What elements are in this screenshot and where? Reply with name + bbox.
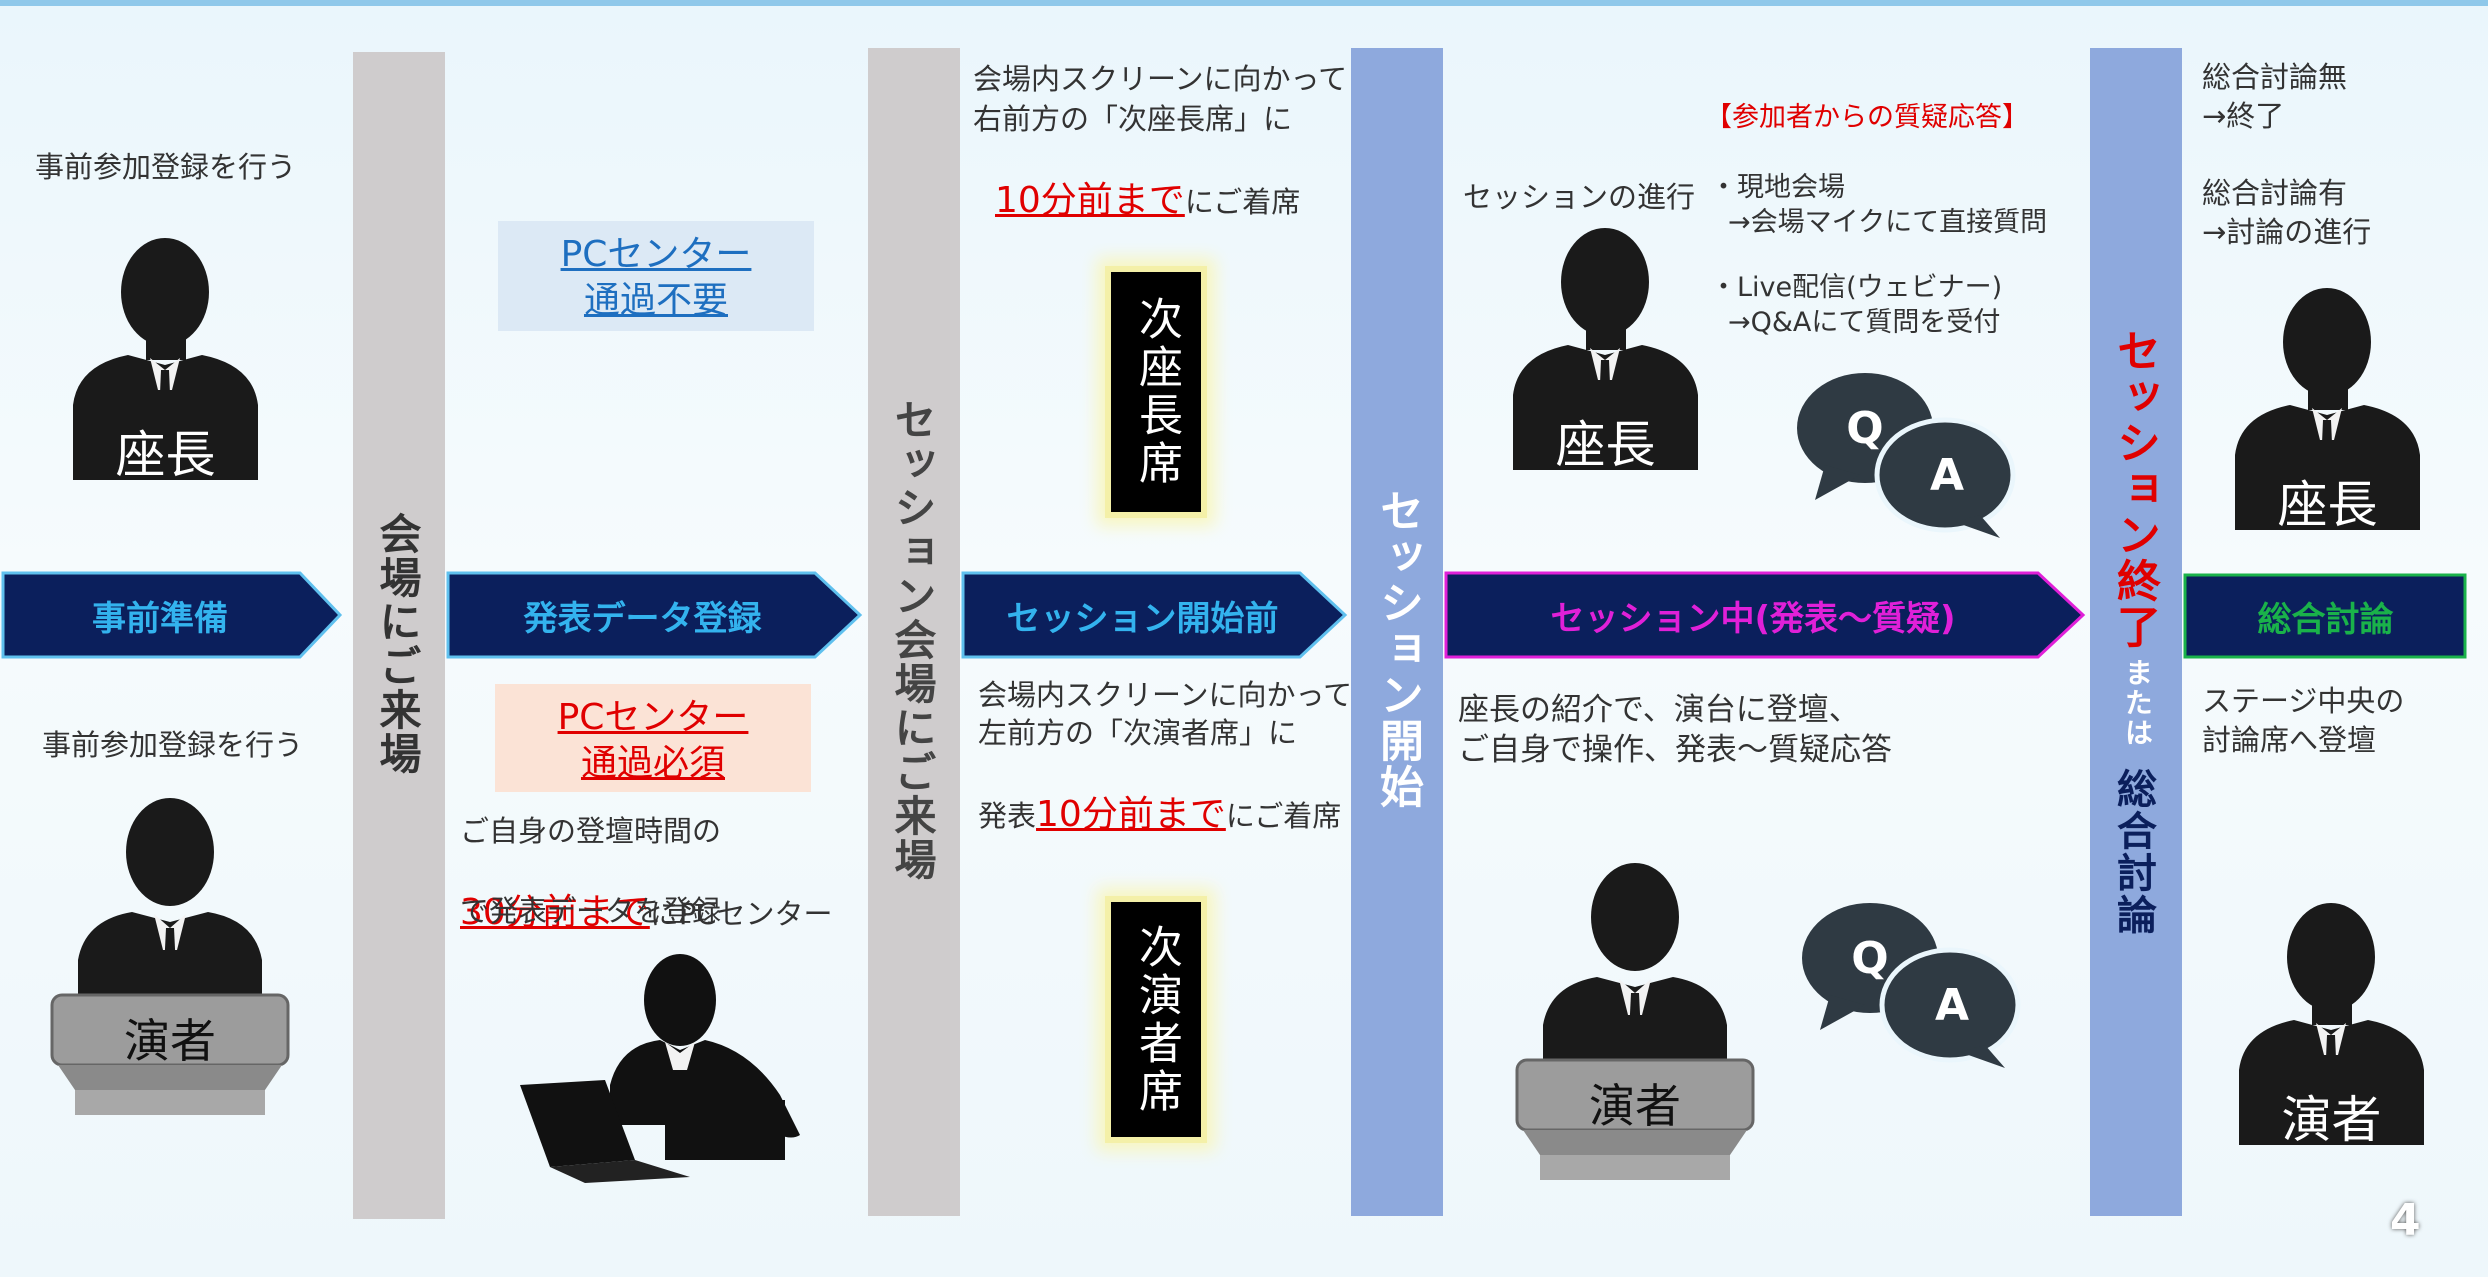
before-chair-line2: 右前方の「次座長席」に [973, 102, 1293, 136]
pc-center-not-required-box [498, 221, 814, 331]
qa-item2: ・Live配信(ウェビナー) [1710, 272, 2003, 303]
discussion-box-shape [2183, 573, 2467, 659]
before-speaker-deadline: 10分前まで [1036, 794, 1226, 836]
pc-center-required-box [495, 684, 811, 792]
next-speaker-seat: 次演者席 [1105, 896, 1207, 1143]
discussion-none-line2: →終了 [2202, 99, 2285, 133]
speaker-figure-prep: 演者 [50, 790, 290, 1120]
qa-q-letter: Q [1851, 933, 1888, 984]
before-speaker-line3: 発表10分前までにご着席 [978, 752, 1341, 840]
qa-bubbles-chair-icon: Q A [1797, 373, 2016, 538]
chair-label: 座長 [1555, 416, 1656, 474]
before-speaker-after: にご着席 [1225, 799, 1342, 834]
speaker-label: 演者 [2281, 1091, 2382, 1149]
session-start-label: セッション開始 [1372, 488, 1423, 810]
qa-item2-sub: →Q&Aにて質問を受付 [1728, 307, 2001, 338]
pc-center-required-line1: PCセンター [557, 697, 749, 738]
during-stage-label: セッション中(発表～質疑) [1550, 598, 1956, 639]
pc-note-deadline: 30分前まで [460, 892, 650, 934]
top-border [0, 0, 2488, 6]
session-start-bar: セッション開始 [1351, 48, 1443, 1216]
before-speaker-line1: 会場内スクリーンに向かって [978, 678, 1353, 712]
qa-a-letter: A [1930, 450, 1964, 501]
during-speaker-line1: 座長の紹介で、演台に登壇、 [1458, 692, 1860, 728]
before-stage-label: セッション開始前 [1006, 598, 1279, 639]
next-chair-seat: 次座長席 [1105, 266, 1207, 518]
qa-bubbles-speaker-icon: Q A [1802, 903, 2021, 1068]
arrive-venue-bar: 会場にご来場 [353, 52, 445, 1219]
pc-center-not-required-line1: PCセンター [560, 234, 752, 275]
pc-center-not-required-line2: 通過不要 [583, 280, 728, 321]
before-chair-after: にご着席 [1184, 185, 1301, 220]
speaker-label: 演者 [1589, 1079, 1681, 1133]
discussion-yes-line2: →討論の進行 [2202, 215, 2372, 249]
prep-speaker-text: 事前参加登録を行う [42, 728, 304, 762]
arrive-session-bar: セッション会場にご来場 [868, 48, 960, 1216]
pc-note-after: にPCセンター [649, 897, 833, 932]
prep-stage-label: 事前準備 [92, 598, 228, 639]
person-silhouette-icon [1513, 228, 1698, 470]
pc-note-line3: で発表データを登録 [460, 894, 722, 928]
person-silhouette-icon [2235, 288, 2420, 530]
person-at-podium-icon [50, 798, 290, 1115]
discussion-yes-line1: 総合討論有 [2202, 176, 2348, 210]
discussion-stage-label: 総合討論 [2257, 599, 2394, 640]
page-number: 4 [2390, 1195, 2421, 1246]
pc-center-required-line2: 通過必須 [580, 743, 725, 784]
laptop-user-icon [520, 954, 800, 1183]
discussion-speaker-line2: 討論席へ登壇 [2202, 723, 2377, 757]
qa-item1-sub: →会場マイクにて直接質問 [1728, 207, 2048, 238]
prep-chair-text: 事前参加登録を行う [35, 150, 297, 184]
chair-label: 座長 [115, 426, 216, 484]
during-arrow-shape [1444, 571, 2086, 659]
before-chair-line3: 10分前までにご着席 [995, 138, 1300, 226]
session-end-label: セッション終了 [2109, 328, 2160, 650]
before-arrow-shape [961, 571, 1348, 659]
before-speaker-pre: 発表 [978, 799, 1037, 834]
qa-heading: 【参加者からの質疑応答】 [1705, 102, 2029, 133]
person-silhouette-icon [73, 238, 258, 480]
chair-figure-during: 座長 [1508, 220, 1703, 474]
pc-note-line1: ご自身の登壇時間の [460, 814, 722, 848]
or-label: または [2121, 658, 2154, 748]
during-speaker-line2: ご自身で操作、発表～質疑応答 [1458, 732, 1892, 768]
speaker-figure-discussion: 演者 [2234, 895, 2429, 1149]
qa-a-letter: A [1935, 980, 1969, 1031]
pc-note-line2: 30分前までにPCセンター [460, 850, 833, 938]
session-end-bar: セッション終了 または 総合討論 [2090, 48, 2182, 1216]
chair-label: 座長 [2277, 476, 2378, 534]
chair-figure-prep: 座長 [68, 230, 263, 484]
before-chair-deadline: 10分前まで [995, 180, 1185, 222]
during-chair-text: セッションの進行 [1463, 180, 1696, 214]
discussion-none-line1: 総合討論無 [2202, 60, 2348, 94]
upload-arrow-shape [446, 571, 863, 659]
arrive-session-label: セッション会場にご来場 [888, 398, 937, 882]
arrive-venue-label: 会場にご来場 [373, 512, 422, 776]
speaker-label: 演者 [124, 1014, 216, 1068]
discussion-speaker-line1: ステージ中央の [2202, 684, 2405, 718]
general-discussion-vertical-label: 総合討論 [2110, 768, 2156, 936]
speaker-figure-during: 演者 [1515, 855, 1755, 1185]
chair-figure-discussion: 座長 [2230, 280, 2425, 534]
prep-arrow-shape [1, 571, 343, 659]
qa-item1: ・現地会場 [1710, 172, 1845, 203]
person-silhouette-icon [2239, 903, 2424, 1145]
before-chair-line1: 会場内スクリーンに向かって [973, 62, 1348, 96]
upload-stage-label: 発表データ登録 [523, 598, 762, 639]
before-speaker-line2: 左前方の「次演者席」に [978, 716, 1298, 750]
person-at-podium-icon [1515, 863, 1755, 1180]
qa-q-letter: Q [1846, 403, 1883, 454]
